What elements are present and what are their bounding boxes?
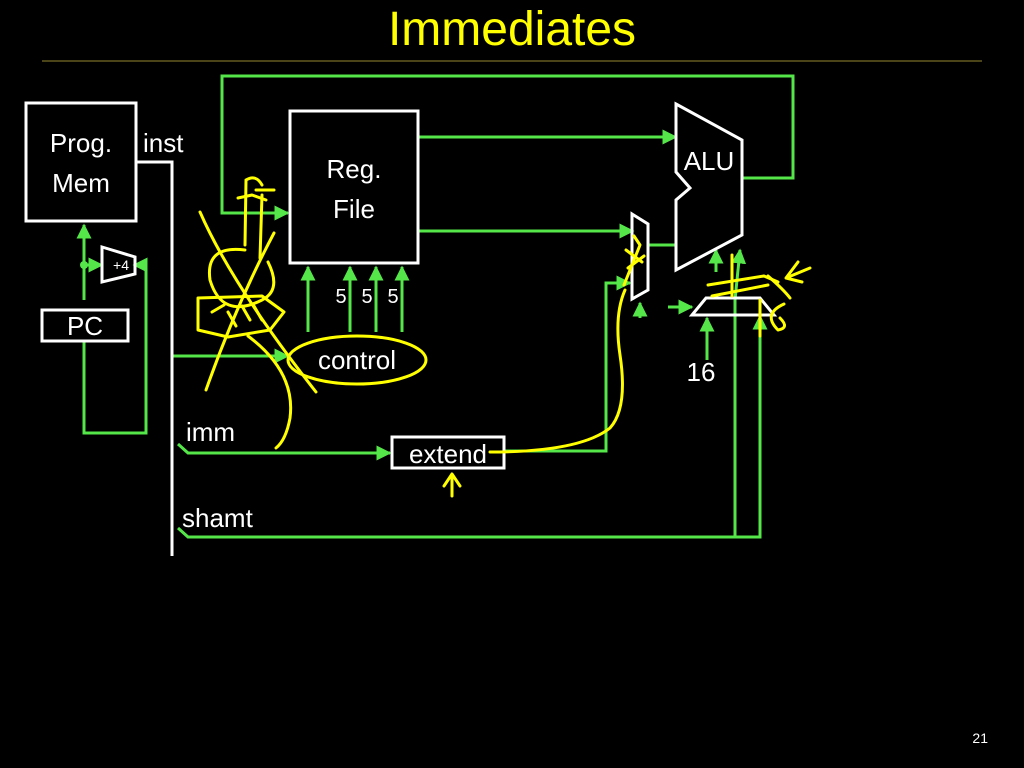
reg-field-rd: 5 — [387, 286, 398, 308]
page-number: 21 — [972, 730, 988, 746]
ink-stroke-9 — [246, 334, 293, 450]
ink-stroke-11 — [622, 234, 646, 287]
slide-title: Immediates — [387, 3, 637, 56]
imm-label: imm — [186, 417, 235, 447]
inst-bus — [137, 160, 174, 556]
reg-field-rs: 5 — [335, 286, 346, 308]
inst-label: inst — [143, 128, 184, 158]
alu-input-mux — [630, 211, 650, 302]
ink-stroke-1 — [243, 176, 264, 260]
prog-mem-block — [24, 101, 138, 223]
alu-writeback-wire — [220, 74, 795, 221]
ink-stroke-8 — [210, 303, 264, 328]
ink-stroke-5 — [204, 231, 276, 392]
ink-stroke-10 — [488, 288, 627, 454]
sixteen-label: 16 — [687, 357, 716, 387]
adder-label: +4 — [113, 257, 129, 273]
shamt-wire — [176, 300, 737, 539]
white-blocks: Prog. Mem PC +4 inst Reg. File 5 5 5 ALU… — [24, 101, 778, 556]
alu-label: ALU — [684, 146, 735, 176]
reg-file-block — [288, 109, 420, 265]
green-wires — [76, 74, 795, 539]
pc-label: PC — [67, 311, 103, 341]
shamt-label: shamt — [182, 503, 254, 533]
pc-to-adder-wire — [82, 257, 104, 300]
ink-stroke-6 — [207, 247, 276, 309]
ink-stroke-17 — [769, 302, 786, 332]
prog-mem-label-line2: Mem — [52, 168, 110, 198]
adder-block — [100, 244, 137, 284]
shifter-block — [688, 296, 778, 317]
shamt-to-shifter-wire — [735, 314, 768, 539]
control-label: control — [318, 345, 396, 375]
reg-file-label-line2: File — [333, 194, 375, 224]
pc-block — [40, 308, 130, 343]
title-divider — [42, 60, 982, 62]
prog-mem-label-line1: Prog. — [50, 128, 112, 158]
extend-label: extend — [409, 439, 487, 469]
alu-block — [674, 101, 744, 273]
ink-stroke-12 — [442, 472, 462, 498]
handwritten-annotations — [196, 176, 812, 498]
reg-file-label-line1: Reg. — [327, 154, 382, 184]
control-ellipse — [286, 334, 428, 386]
ink-stroke-15 — [766, 274, 792, 300]
reg-field-rt: 5 — [361, 286, 372, 308]
pc-plus4-feedback-wire — [82, 257, 148, 435]
ink-stroke-2 — [236, 193, 268, 202]
extend-to-mux-wire — [504, 275, 632, 453]
ink-stroke-13 — [706, 274, 780, 298]
ink-stroke-16 — [784, 260, 812, 284]
ink-stroke-7 — [196, 294, 286, 339]
imm-to-extend-wire — [176, 442, 392, 461]
